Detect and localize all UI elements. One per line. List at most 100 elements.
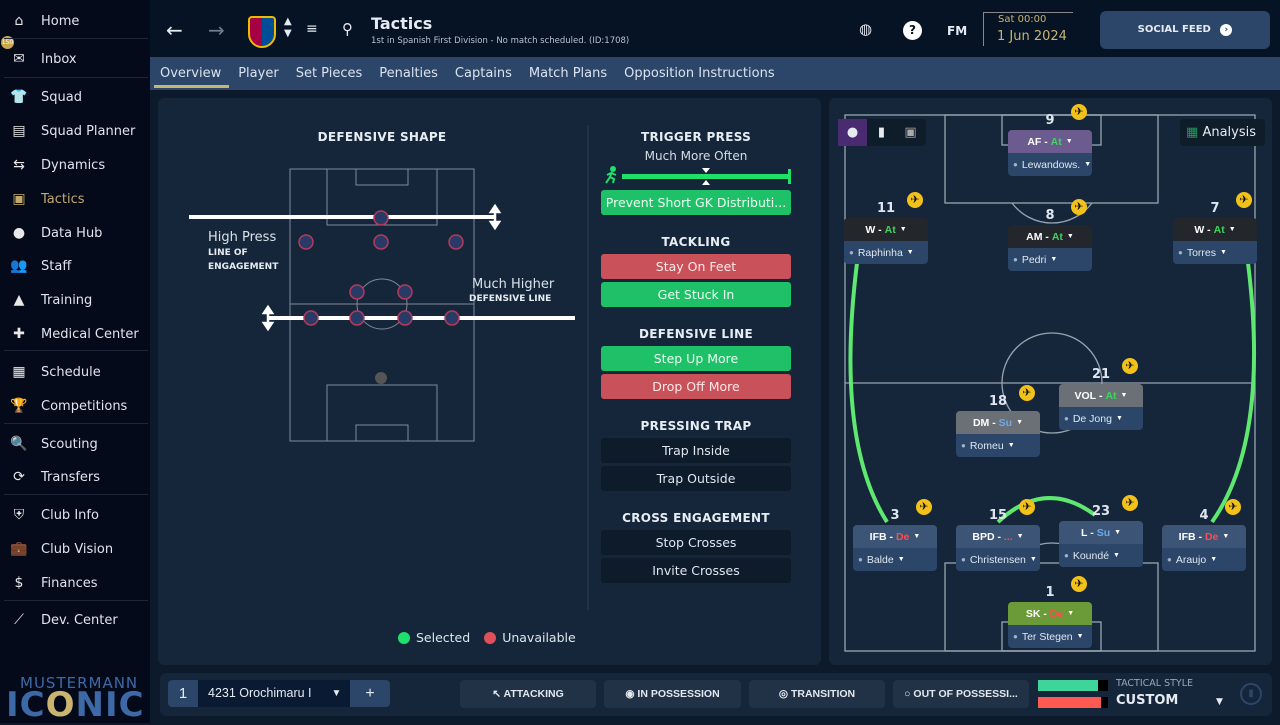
tactic-name[interactable]: 4231 Orochimaru I bbox=[208, 686, 312, 700]
search-icon[interactable]: ⚲ bbox=[342, 20, 353, 38]
tab-captains[interactable]: Captains bbox=[454, 66, 512, 81]
player-selector[interactable]: ●Pedri▼ bbox=[1008, 248, 1092, 271]
role-selector[interactable]: VOL - At▼ bbox=[1059, 384, 1143, 407]
sidebar-item-tactics[interactable]: ▣Tactics bbox=[0, 184, 150, 214]
role-selector[interactable]: DM - Su▼ bbox=[956, 411, 1040, 434]
player-instructions-icon[interactable]: ✈ bbox=[1019, 499, 1035, 515]
sidebar-item-data-hub[interactable]: ●Data Hub bbox=[0, 218, 150, 248]
stop-crosses-button[interactable]: Stop Crosses bbox=[601, 530, 791, 555]
chevron-down-icon[interactable]: ▼ bbox=[331, 688, 342, 699]
phase-transition-button[interactable]: ◎ TRANSITION bbox=[749, 680, 885, 708]
player-card[interactable]: IFB - De▼●Balde▼ bbox=[853, 525, 937, 571]
role-selector[interactable]: IFB - De▼ bbox=[1162, 525, 1246, 548]
player-selector[interactable]: ●Raphinha▼ bbox=[844, 241, 928, 264]
menu-icon[interactable]: ≡ bbox=[306, 21, 318, 37]
tab-set-pieces[interactable]: Set Pieces bbox=[295, 66, 363, 81]
player-card[interactable]: W - At▼●Raphinha▼ bbox=[844, 218, 928, 264]
style-chevron-down-icon[interactable]: ▼ bbox=[1216, 697, 1223, 707]
step-up-more-button[interactable]: Step Up More bbox=[601, 346, 791, 371]
tab-opposition-instructions[interactable]: Opposition Instructions bbox=[624, 66, 775, 81]
drop-off-more-button[interactable]: Drop Off More bbox=[601, 374, 791, 399]
role-selector[interactable]: IFB - De▼ bbox=[853, 525, 937, 548]
role-selector[interactable]: L - Su▼ bbox=[1059, 521, 1143, 544]
sidebar-item-squad-planner[interactable]: ▤Squad Planner bbox=[0, 116, 150, 146]
sidebar-item-club-info[interactable]: ⛨Club Info bbox=[0, 500, 150, 530]
player-instructions-icon[interactable]: ✈ bbox=[1225, 499, 1241, 515]
player-instructions-icon[interactable]: ✈ bbox=[1071, 576, 1087, 592]
phase-attacking-button[interactable]: ↖ ATTACKING bbox=[460, 680, 596, 708]
sidebar-item-competitions[interactable]: 🏆Competitions bbox=[10, 398, 128, 414]
player-card[interactable]: SK - De▼●Ter Stegen▼ bbox=[1008, 602, 1092, 648]
trap-outside-button[interactable]: Trap Outside bbox=[601, 466, 791, 491]
player-card[interactable]: L - Su▼●Koundé▼ bbox=[1059, 521, 1143, 567]
sidebar-item-dev-center[interactable]: ⟋Dev. Center bbox=[0, 605, 150, 635]
sidebar-item-home[interactable]: ⌂Home bbox=[0, 6, 150, 36]
club-switch-arrows-icon[interactable]: ▲▼ bbox=[284, 16, 292, 39]
player-selector[interactable]: ●Koundé▼ bbox=[1059, 544, 1143, 567]
date-time[interactable]: Sat 00:00 1 Jun 2024 bbox=[983, 12, 1073, 46]
sidebar-item-finances[interactable]: $Finances bbox=[0, 568, 150, 598]
player-instructions-icon[interactable]: ✈ bbox=[907, 192, 923, 208]
player-card[interactable]: AF - At▼●Lewandows.▼ bbox=[1008, 130, 1092, 176]
player-selector[interactable]: ●Torres▼ bbox=[1173, 241, 1257, 264]
invite-crosses-button[interactable]: Invite Crosses bbox=[601, 558, 791, 583]
tactical-style-value[interactable]: CUSTOM bbox=[1116, 693, 1179, 708]
player-selector[interactable]: ●De Jong▼ bbox=[1059, 407, 1143, 430]
add-tactic-button[interactable]: + bbox=[350, 680, 390, 707]
sidebar-item-squad[interactable]: 👕Squad bbox=[10, 89, 82, 105]
get-stuck-in-button[interactable]: Get Stuck In bbox=[601, 282, 791, 307]
sidebar-item-inbox[interactable]: ✉Inbox bbox=[0, 44, 150, 74]
sidebar-item-dynamics[interactable]: ⇆Dynamics bbox=[0, 150, 150, 180]
stats-view-icon[interactable]: ▮ bbox=[877, 125, 886, 140]
back-button[interactable]: ← bbox=[166, 18, 183, 42]
tab-player[interactable]: Player bbox=[238, 66, 279, 81]
info-view-icon[interactable]: ▣ bbox=[904, 125, 917, 140]
player-instructions-icon[interactable]: ✈ bbox=[916, 499, 932, 515]
role-selector[interactable]: W - At▼ bbox=[1173, 218, 1257, 241]
role-selector[interactable]: BPD - ...▼ bbox=[956, 525, 1040, 548]
player-card[interactable]: W - At▼●Torres▼ bbox=[1173, 218, 1257, 264]
prevent-short-gk-button[interactable]: Prevent Short GK Distributi... bbox=[601, 190, 791, 215]
player-instructions-icon[interactable]: ✈ bbox=[1122, 495, 1138, 511]
player-selector[interactable]: ●Balde▼ bbox=[853, 548, 937, 571]
sidebar-item-medical-center[interactable]: ✚Medical Center bbox=[0, 319, 150, 349]
tactic-slot-number[interactable]: 1 bbox=[168, 680, 198, 707]
player-instructions-icon[interactable]: ✈ bbox=[1019, 385, 1035, 401]
tab-match-plans[interactable]: Match Plans bbox=[528, 66, 608, 81]
role-selector[interactable]: AF - At▼ bbox=[1008, 130, 1092, 153]
phase-out-of-possession-button[interactable]: ○ OUT OF POSSESSI... bbox=[893, 680, 1029, 708]
player-instructions-icon[interactable]: ✈ bbox=[1071, 199, 1087, 215]
sidebar-item-schedule[interactable]: ▦Schedule bbox=[0, 357, 150, 387]
phase-in-possession-button[interactable]: ◉ IN POSSESSION bbox=[604, 680, 741, 708]
tab-penalties[interactable]: Penalties bbox=[379, 66, 438, 81]
player-card[interactable]: DM - Su▼●Romeu▼ bbox=[956, 411, 1040, 457]
role-selector[interactable]: SK - De▼ bbox=[1008, 602, 1092, 625]
fm-button[interactable]: FM bbox=[947, 24, 968, 38]
player-instructions-icon[interactable]: ✈ bbox=[1122, 358, 1138, 374]
player-card[interactable]: AM - At▼●Pedri▼ bbox=[1008, 225, 1092, 271]
player-selector[interactable]: ●Christensen▼ bbox=[956, 548, 1040, 571]
sidebar-item-transfers[interactable]: ⟳Transfers bbox=[0, 462, 150, 492]
help-icon[interactable]: ? bbox=[903, 21, 922, 40]
trap-inside-button[interactable]: Trap Inside bbox=[601, 438, 791, 463]
trigger-press-slider[interactable] bbox=[622, 168, 791, 185]
player-instructions-icon[interactable]: ✈ bbox=[1236, 192, 1252, 208]
player-card[interactable]: VOL - At▼●De Jong▼ bbox=[1059, 384, 1143, 430]
player-selector[interactable]: ●Ter Stegen▼ bbox=[1008, 625, 1092, 648]
sidebar-item-scouting[interactable]: 🔍Scouting bbox=[10, 436, 98, 452]
analysis-button[interactable]: ▦ Analysis bbox=[1180, 119, 1265, 146]
role-selector[interactable]: W - At▼ bbox=[844, 218, 928, 241]
tab-overview[interactable]: Overview bbox=[152, 57, 230, 90]
player-card[interactable]: IFB - De▼●Araujo▼ bbox=[1162, 525, 1246, 571]
player-instructions-icon[interactable]: ✈ bbox=[1071, 104, 1087, 120]
player-selector[interactable]: ●Lewandows.▼ bbox=[1008, 153, 1092, 176]
social-feed-button[interactable]: SOCIAL FEED › bbox=[1100, 11, 1270, 49]
player-card[interactable]: BPD - ...▼●Christensen▼ bbox=[956, 525, 1040, 571]
globe-icon[interactable]: ◍ bbox=[859, 20, 873, 38]
stay-on-feet-button[interactable]: Stay On Feet bbox=[601, 254, 791, 279]
tactic-selector[interactable]: 1 4231 Orochimaru I ▼ + bbox=[168, 680, 390, 707]
sidebar-item-staff[interactable]: 👥Staff bbox=[10, 258, 72, 274]
sidebar-item-training[interactable]: ▲Training bbox=[0, 285, 150, 315]
club-crest-icon[interactable] bbox=[248, 16, 276, 48]
player-selector[interactable]: ●Araujo▼ bbox=[1162, 548, 1246, 571]
